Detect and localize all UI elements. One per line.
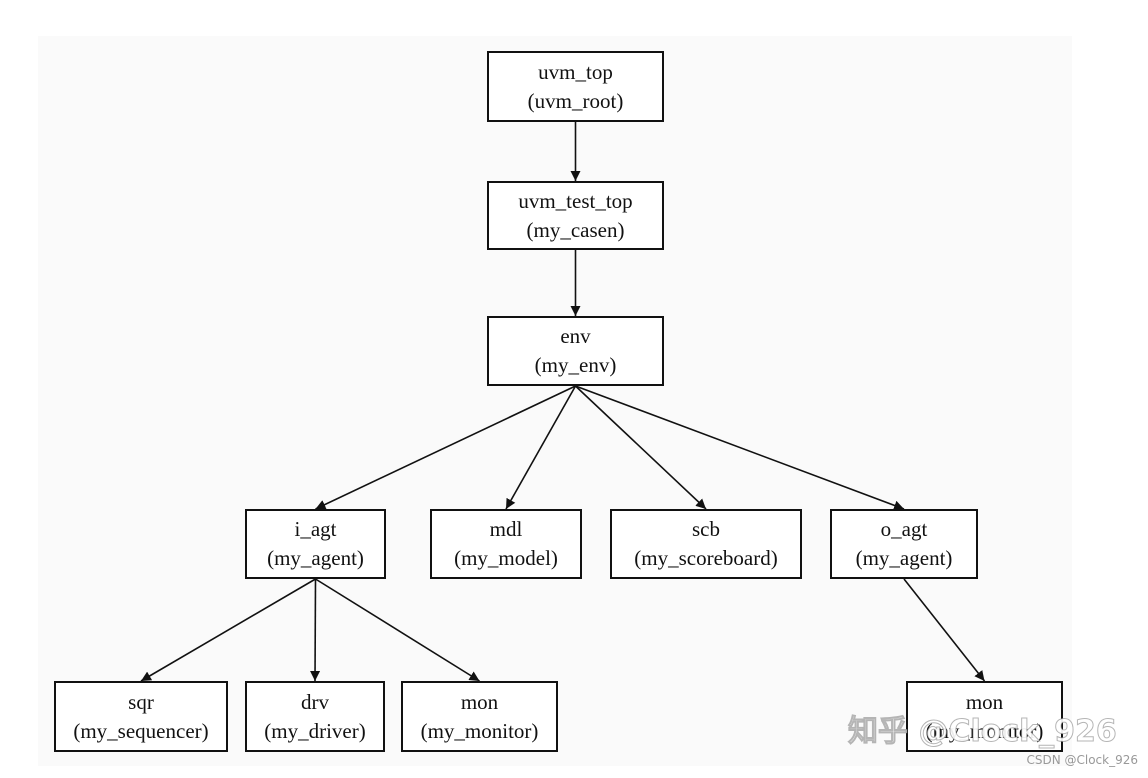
node-type: (my_monitor): [925, 718, 1044, 743]
node-name: mon: [460, 689, 499, 714]
node-name: scb: [692, 517, 720, 541]
node-name: sqr: [128, 689, 154, 714]
edge-env-to-i_agt: [315, 385, 576, 510]
node-uvm-test-top: uvm_test_top (my_casen): [487, 181, 664, 250]
node-type: (my_scoreboard): [634, 546, 778, 570]
node-sqr: sqr (my_sequencer): [54, 681, 228, 752]
node-mon-i: mon (my_monitor): [401, 681, 558, 752]
node-name: o_agt: [880, 517, 928, 541]
node-name: env: [560, 324, 591, 348]
node-i-agt: i_agt (my_agent): [245, 509, 386, 579]
node-type: (my_monitor): [420, 718, 539, 743]
node-type: (uvm_root): [527, 88, 624, 113]
node-o-agt: o_agt (my_agent): [830, 509, 978, 579]
node-type: (my_agent): [267, 546, 364, 570]
node-mon-o: mon (my_monitor): [906, 681, 1063, 752]
node-name: mon: [965, 689, 1004, 714]
node-type: (my_agent): [855, 546, 953, 570]
node-name: mdl: [489, 517, 523, 541]
diagram-canvas: [38, 36, 1072, 766]
node-scb: scb (my_scoreboard): [610, 509, 802, 579]
node-type: (my_env): [534, 353, 617, 377]
node-type: (my_casen): [526, 217, 625, 242]
edge-i_agt-to-mon_i: [315, 578, 480, 682]
node-name: drv: [301, 689, 329, 714]
edge-o_agt-to-mon_o: [903, 578, 986, 682]
node-type: (my_driver): [264, 718, 366, 743]
edge-env-to-mdl: [505, 385, 577, 510]
node-name: uvm_test_top: [518, 188, 633, 213]
edge-i_agt-to-sqr: [140, 578, 316, 682]
node-env: env (my_env): [487, 316, 664, 386]
edge-env-to-o_agt: [575, 385, 905, 511]
node-type: (my_model): [454, 546, 558, 570]
edge-env-to-scb: [574, 385, 707, 510]
node-drv: drv (my_driver): [245, 681, 385, 752]
edge-i_agt-to-drv: [310, 578, 321, 682]
watermark-zhihu: 知乎 @Clock_926: [848, 714, 1118, 750]
node-name: uvm_top: [538, 59, 613, 84]
node-name: i_agt: [294, 517, 337, 541]
node-type: (my_sequencer): [73, 718, 209, 743]
node-mdl: mdl (my_model): [430, 509, 582, 579]
node-uvm-top: uvm_top (uvm_root): [487, 51, 664, 122]
watermark-csdn: CSDN @Clock_926: [1026, 753, 1138, 767]
